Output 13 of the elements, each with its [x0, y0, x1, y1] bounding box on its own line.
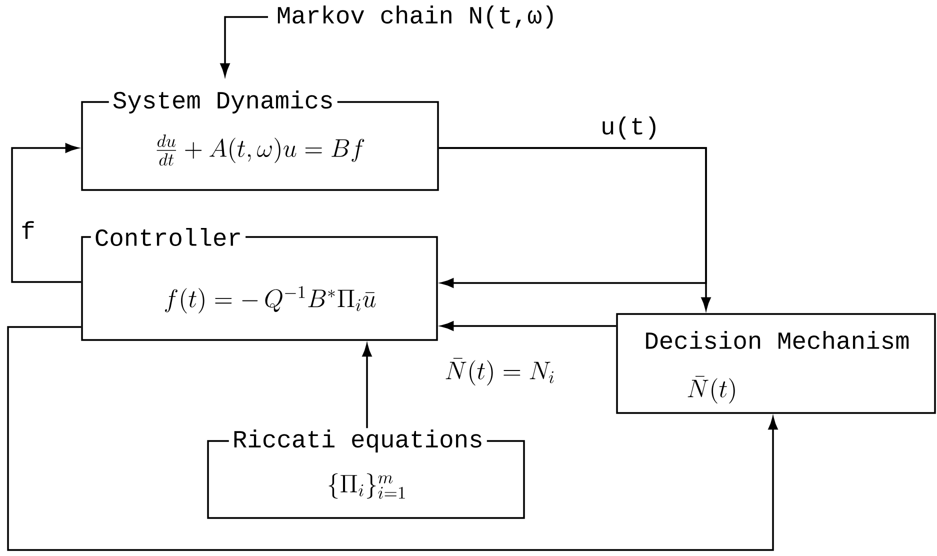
arrow — [441, 321, 616, 331]
arrow — [11, 143, 82, 283]
arrow — [220, 16, 268, 76]
edge-label: $\bar{N}(t) = N_{i}$ — [442, 356, 558, 388]
edge-label: f — [18, 219, 38, 241]
input-label: Markov chain N(t,ω) — [278, 6, 553, 28]
arrow — [7, 326, 778, 551]
process-box: System Dynamics $\frac{du}{dt} + A(t,\omega)u = Bf$ — [81, 87, 439, 191]
process-box: Riccati equations $\{\Pi_{i}\}_{i=1}^{m}$ — [207, 426, 525, 519]
process-box: Decision Mechanism $\bar{N}(t)$ — [616, 313, 936, 414]
edge-label: u(t) — [598, 114, 662, 142]
arrow — [362, 344, 372, 428]
process-box: Controller $f(t) = -\, Q^{-1}B^{*}\Pi_{i}\bar{u}$ — [81, 224, 438, 341]
